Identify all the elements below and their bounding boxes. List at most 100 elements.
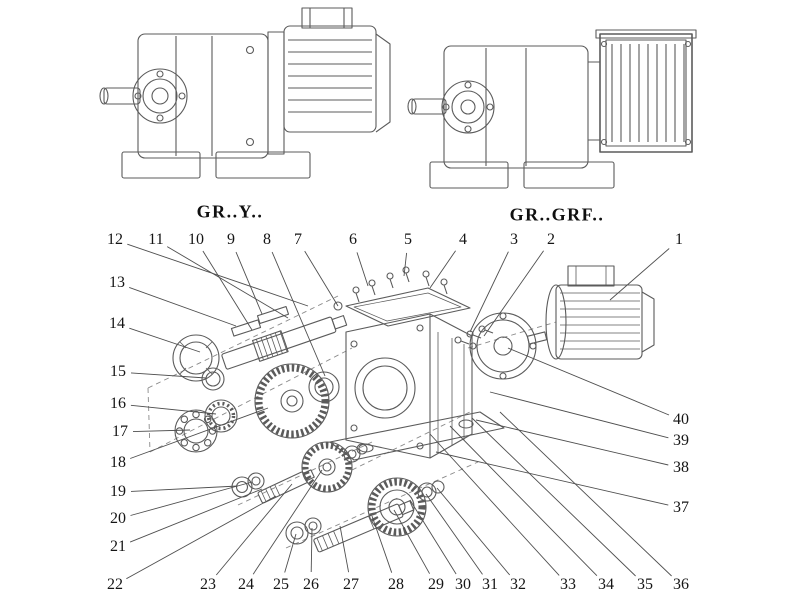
leader-line-14 <box>129 327 201 353</box>
intermediate-shaft-cluster <box>231 441 368 504</box>
callout-number-35: 35 <box>637 576 653 593</box>
oil-seal <box>172 334 220 382</box>
leader-line-36 <box>499 411 672 577</box>
callout-number-12: 12 <box>107 231 123 248</box>
leader-line-26 <box>310 527 313 573</box>
exploded-view <box>147 265 655 553</box>
vent-plug <box>333 301 343 311</box>
leader-line-37 <box>435 451 669 506</box>
leader-line-29 <box>393 509 430 574</box>
callout-number-17: 17 <box>112 423 128 440</box>
callout-number-23: 23 <box>200 576 216 593</box>
shaft-key <box>230 319 262 337</box>
assembly-drawing-gr-y <box>99 7 391 179</box>
leader-line-5 <box>403 252 408 277</box>
callout-number-2: 2 <box>547 231 555 248</box>
callout-number-36: 36 <box>673 576 689 593</box>
leader-line-9 <box>235 251 263 315</box>
leader-line-18 <box>130 407 269 459</box>
electric-motor <box>545 265 655 360</box>
callout-number-19: 19 <box>110 483 126 500</box>
callout-number-4: 4 <box>459 231 467 248</box>
callout-number-39: 39 <box>673 432 689 449</box>
leader-line-23 <box>215 483 293 576</box>
callout-number-16: 16 <box>110 395 126 412</box>
assembly-label-gr-y: GR..Y.. <box>196 201 264 222</box>
leader-line-3 <box>469 251 509 333</box>
leader-line-40 <box>507 347 670 416</box>
leader-line-15 <box>130 372 207 379</box>
input-shaft <box>221 315 348 370</box>
callout-leader-lines <box>126 243 672 580</box>
leader-line-28 <box>371 515 393 573</box>
gearbox-housing <box>329 313 505 461</box>
leader-line-4 <box>429 250 456 289</box>
leader-line-6 <box>356 252 369 287</box>
housing-cover-plate <box>333 266 471 327</box>
leader-line-19 <box>130 485 239 492</box>
leader-line-31 <box>425 493 483 575</box>
leader-line-34 <box>449 425 598 577</box>
callout-number-38: 38 <box>673 459 689 476</box>
callout-number-15: 15 <box>110 363 126 380</box>
output-shaft <box>313 500 415 553</box>
assembly-label-gr-grf: GR..GRF.. <box>509 204 605 225</box>
leader-line-25 <box>284 533 297 573</box>
mounting-flange <box>469 312 537 380</box>
callout-number-8: 8 <box>263 231 271 248</box>
leader-line-17 <box>132 429 191 433</box>
leader-line-32 <box>436 487 511 576</box>
intermediate-gear <box>301 441 353 493</box>
leader-line-38 <box>475 419 669 466</box>
callout-number-29: 29 <box>428 576 444 593</box>
callout-number-40: 40 <box>673 411 689 428</box>
input-shaft-cluster <box>172 306 348 453</box>
callout-number-26: 26 <box>303 576 319 593</box>
callout-number-9: 9 <box>227 231 235 248</box>
callout-number-10: 10 <box>188 231 204 248</box>
callout-number-33: 33 <box>560 576 576 593</box>
leader-line-12 <box>127 243 309 307</box>
callout-number-37: 37 <box>673 499 689 516</box>
callout-number-20: 20 <box>110 510 126 527</box>
leader-line-8 <box>271 251 326 377</box>
leader-line-30 <box>409 499 457 575</box>
callout-number-13: 13 <box>109 274 125 291</box>
cover-bolts <box>352 266 448 303</box>
leader-line-35 <box>471 417 636 577</box>
ball-bearing-small <box>204 399 238 433</box>
leader-line-13 <box>129 286 237 327</box>
shaft-key <box>256 306 290 324</box>
callout-number-11: 11 <box>148 231 164 248</box>
callout-number-21: 21 <box>110 538 126 555</box>
leader-line-27 <box>339 525 350 573</box>
callout-number-34: 34 <box>598 576 614 593</box>
output-shaft-cluster <box>285 477 445 553</box>
callout-number-30: 30 <box>455 576 471 593</box>
leader-line-7 <box>304 250 339 307</box>
callout-number-1: 1 <box>675 231 683 248</box>
assembly-drawing-gr-grf <box>407 29 697 189</box>
callout-number-24: 24 <box>238 576 254 593</box>
leader-line-22 <box>126 495 277 580</box>
callout-number-25: 25 <box>273 576 289 593</box>
callout-number-22: 22 <box>107 576 123 593</box>
leader-line-1 <box>609 248 670 301</box>
leader-line-16 <box>130 404 217 415</box>
callout-number-3: 3 <box>510 231 518 248</box>
leader-line-20 <box>130 481 253 516</box>
leader-line-2 <box>483 250 544 337</box>
callout-number-18: 18 <box>110 454 126 471</box>
callout-number-28: 28 <box>388 576 404 593</box>
leader-line-11 <box>166 246 289 319</box>
leader-line-21 <box>129 488 263 543</box>
callout-number-14: 14 <box>109 315 125 332</box>
callout-number-6: 6 <box>349 231 357 248</box>
callout-number-5: 5 <box>404 231 412 248</box>
callout-number-27: 27 <box>343 576 359 593</box>
callout-number-31: 31 <box>482 576 498 593</box>
callout-number-7: 7 <box>294 231 302 248</box>
leader-line-33 <box>429 433 560 576</box>
callout-number-32: 32 <box>510 576 526 593</box>
